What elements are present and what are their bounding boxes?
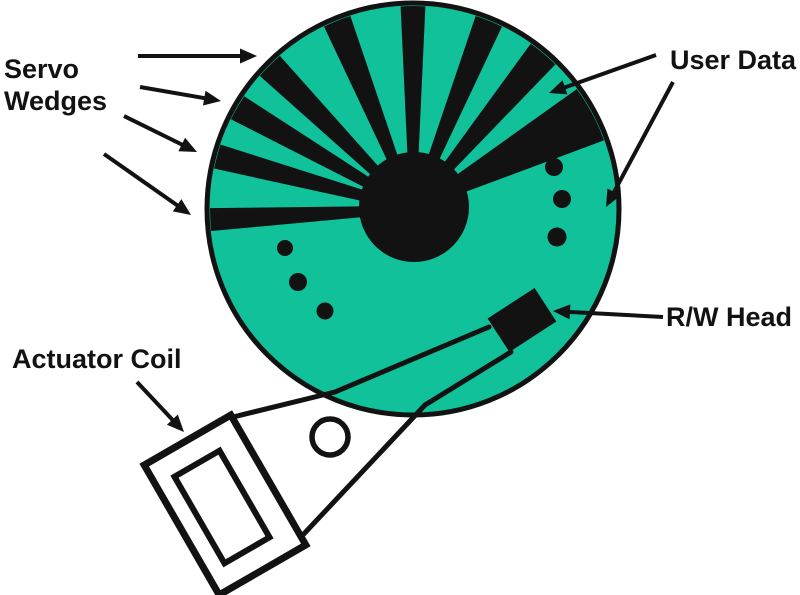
actuator-arm-upper-edge: [226, 324, 492, 421]
servo-arrow-3: [123, 114, 197, 152]
rw-head-rect: [487, 287, 557, 353]
servo-wedges-label: Servo Wedges: [4, 53, 107, 117]
servo-wedge-4: [400, 6, 426, 167]
servo-wedge-3: [424, 6, 508, 172]
actuator-coil-arrow-head: [166, 414, 184, 432]
servo-arrow-1-head: [240, 48, 257, 64]
user-data-label: User Data: [670, 45, 797, 75]
data-dot-4: [545, 158, 563, 176]
servo-arrow-2-line: [139, 85, 207, 101]
rw-head-label: R/W Head: [666, 302, 793, 332]
servo-arrow-4-line: [102, 152, 180, 209]
actuator-coil-arrow-line: [135, 380, 176, 423]
servo-arrow-3-head: [178, 137, 197, 152]
actuator-coil-label: Actuator Coil: [12, 344, 182, 374]
servo-wedge-9: [210, 206, 372, 233]
data-dot-2: [289, 273, 307, 291]
user-data-arrow-2-line: [611, 81, 675, 195]
data-dot-5: [553, 190, 571, 208]
user-data-arrow-1-line: [562, 53, 657, 90]
servo-wedges-group: [210, 6, 616, 233]
spindle-hub: [359, 152, 469, 262]
rw-head-arrow-line: [567, 309, 664, 319]
actuator-coil-arrow: [135, 380, 184, 432]
user-data-arrow-1-head: [549, 80, 568, 95]
servo-wedges-label-line2: Wedges: [4, 86, 108, 116]
servo-wedge-1: [446, 80, 616, 197]
servo-arrow-1: [138, 48, 257, 64]
user-data-arrow-2: [606, 81, 675, 207]
servo-wedge-7: [218, 88, 380, 193]
actuator-coil-inner: [170, 446, 274, 568]
servo-arrow-2: [139, 85, 221, 106]
servo-wedges-label-line1: Servo: [4, 54, 80, 84]
rw-head-arrow: [553, 304, 664, 320]
rw-head-arrow-head: [553, 304, 571, 320]
servo-arrow-3-line: [123, 114, 185, 148]
servo-arrow-4: [102, 152, 191, 215]
data-dot-1: [277, 240, 293, 256]
user-data-arrow-1: [549, 53, 657, 95]
data-dot-3: [316, 302, 334, 320]
servo-arrow-4-head: [172, 199, 191, 215]
servo-wedge-2: [436, 32, 565, 180]
servo-arrow-2-head: [203, 90, 221, 106]
servo-wedge-6: [249, 45, 387, 183]
data-dot-6: [547, 227, 567, 247]
actuator-arm-lower-edge: [297, 349, 514, 541]
user-data-arrow-2-head: [606, 188, 621, 207]
servo-wedge-8: [210, 140, 374, 203]
servo-wedge-5: [318, 6, 402, 172]
actuator-pivot-hole: [309, 416, 351, 458]
